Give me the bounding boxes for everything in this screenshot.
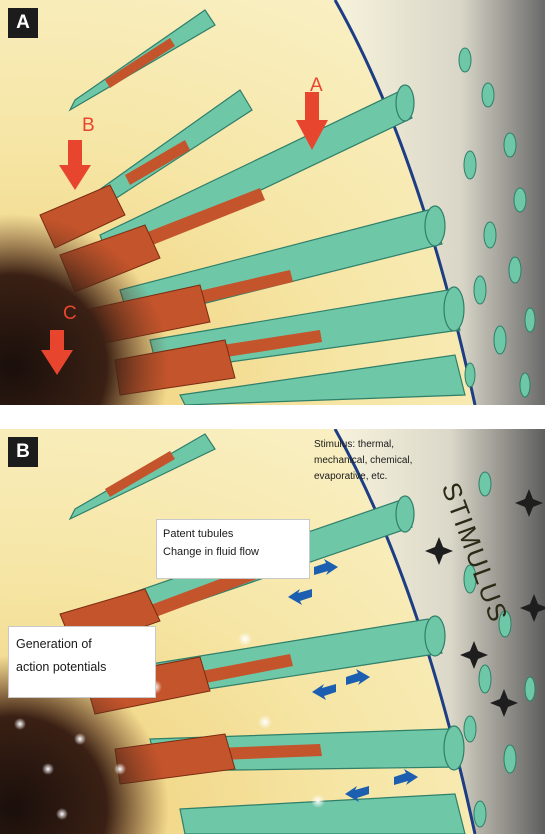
panel-a: A A B C	[0, 0, 545, 405]
panel-a-tag: A	[8, 8, 38, 38]
panel-b-tag: B	[8, 437, 38, 467]
panel-b: B Patent tubules Change in fluid flow Ge…	[0, 429, 545, 834]
arrow-label-a: A	[310, 76, 323, 96]
panel-a-illustration	[0, 0, 545, 405]
action-potentials-callout: Generation of action potentials	[8, 626, 156, 698]
pulp-region	[0, 150, 260, 405]
pulp-region	[0, 579, 260, 834]
arrow-label-c: C	[63, 304, 77, 324]
stimulus-types-label: Stimulus: thermal, mechanical, chemical,…	[314, 437, 412, 485]
arrow-label-b: B	[82, 116, 95, 136]
patent-tubules-callout: Patent tubules Change in fluid flow	[156, 519, 310, 579]
